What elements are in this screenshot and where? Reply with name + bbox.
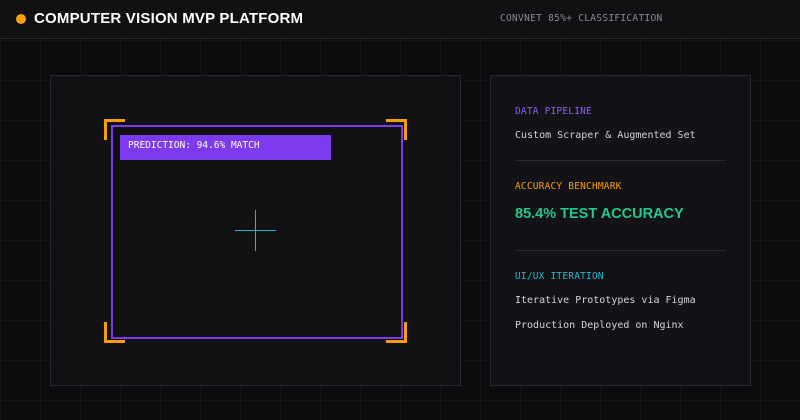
page-title: COMPUTER VISION MVP PLATFORM — [34, 10, 304, 27]
model-tag: CONVNET 85%+ CLASSIFICATION — [500, 13, 663, 24]
corner-bracket-top-right-icon — [386, 119, 407, 140]
info-panel: DATA PIPELINE Custom Scraper & Augmented… — [490, 75, 751, 386]
pipeline-title: DATA PIPELINE — [515, 106, 592, 117]
prediction-label: PREDICTION: 94.6% MATCH — [120, 135, 331, 160]
section-divider — [515, 250, 726, 251]
accuracy-title: ACCURACY BENCHMARK — [515, 181, 622, 192]
section-divider — [515, 160, 726, 161]
corner-bracket-bottom-left-icon — [104, 322, 125, 343]
pipeline-text: Custom Scraper & Augmented Set — [515, 130, 696, 141]
corner-bracket-top-left-icon — [104, 119, 125, 140]
status-dot-icon — [16, 14, 26, 24]
corner-bracket-bottom-right-icon — [386, 322, 407, 343]
crosshair-vertical-line — [255, 210, 256, 251]
top-bar: COMPUTER VISION MVP PLATFORM CONVNET 85%… — [0, 0, 800, 39]
detection-viewer: PREDICTION: 94.6% MATCH — [50, 75, 461, 386]
uiux-item: Production Deployed on Nginx — [515, 320, 684, 331]
uiux-title: UI/UX ITERATION — [515, 271, 604, 282]
uiux-item: Iterative Prototypes via Figma — [515, 295, 696, 306]
detection-bounding-box — [111, 125, 403, 339]
accuracy-value: 85.4% TEST ACCURACY — [515, 206, 684, 222]
